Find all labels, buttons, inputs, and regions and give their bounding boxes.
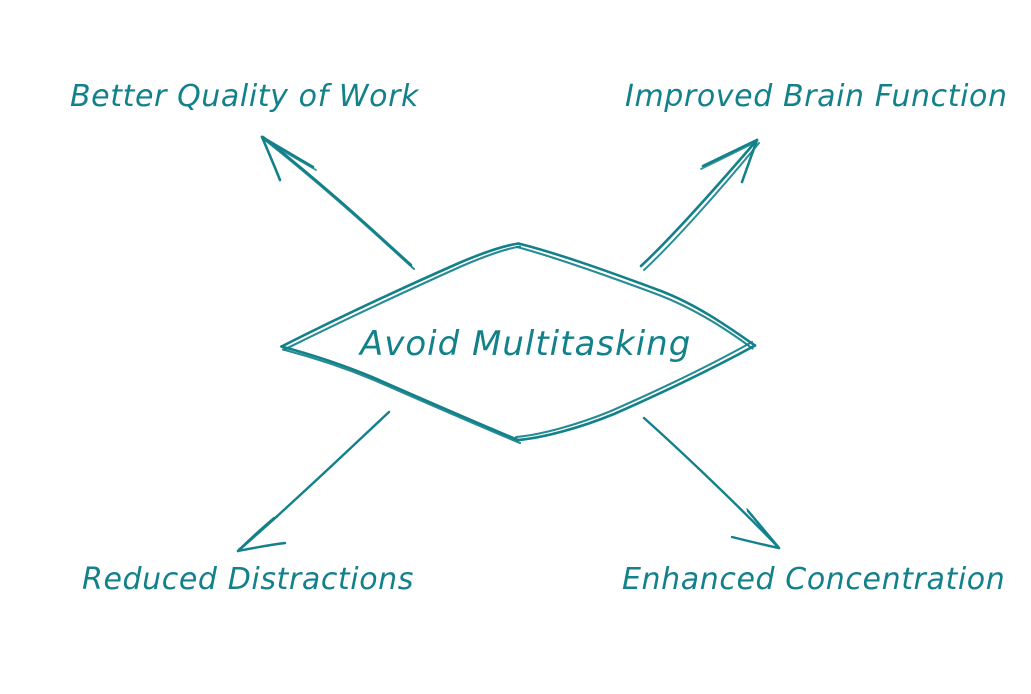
node-label-reduced-distractions: Reduced Distractions: [82, 562, 415, 597]
center-node-diamond: [280, 242, 757, 445]
arrow-to-improved-brain-function: [639, 138, 760, 271]
node-label-enhanced-concentration: Enhanced Concentration: [622, 562, 1006, 597]
arrow-to-reduced-distractions: [236, 410, 391, 553]
center-node-label: Avoid Multitasking: [360, 324, 692, 364]
node-label-better-quality-of-work: Better Quality of Work: [70, 79, 420, 114]
arrow-to-better-quality-of-work: [260, 135, 415, 270]
node-label-improved-brain-function: Improved Brain Function: [625, 79, 1008, 114]
arrow-to-enhanced-concentration: [642, 416, 781, 550]
